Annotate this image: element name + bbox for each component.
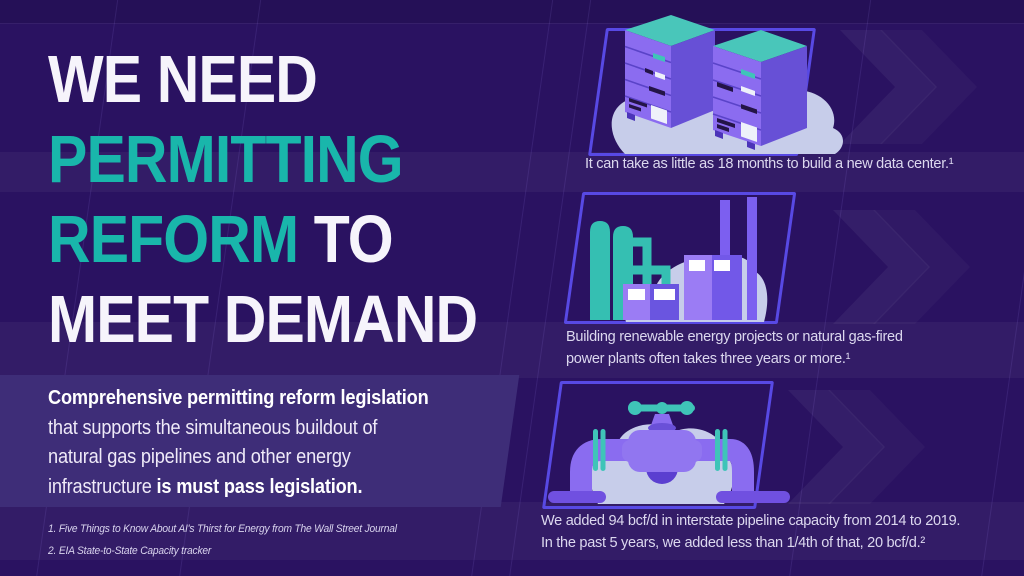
- title-line-3: REFORM TO: [48, 200, 477, 280]
- caption-power-plant: Building renewable energy projects or na…: [566, 326, 903, 370]
- pipeline-valve-icon: [548, 401, 790, 504]
- caption-band-3: [0, 502, 1024, 560]
- caption-pipeline: We added 94 bcf/d in interstate pipeline…: [541, 510, 960, 554]
- title-line-2: PERMITTING: [48, 122, 404, 197]
- caption-power-plant-line-1: Building renewable energy projects or na…: [566, 328, 903, 345]
- lede-line-3: natural gas pipelines and other energy: [48, 446, 351, 468]
- footnotes: 1. Five Things to Know About AI's Thirst…: [48, 518, 397, 562]
- chevron-right-icon: [840, 30, 937, 144]
- lede-line-2: that supports the simultaneous buildout …: [48, 416, 378, 439]
- grid-line-horizontal: [0, 23, 1024, 24]
- lede-paragraph: Comprehensive permitting reform legislat…: [48, 384, 429, 502]
- title-line-4: MEET DEMAND: [48, 282, 478, 357]
- chevron-right-icon: [833, 210, 930, 324]
- footnote-1: 1. Five Things to Know About AI's Thirst…: [48, 523, 397, 535]
- lede-line-4-plain: infrastructure: [48, 475, 157, 498]
- lede-line-4-bold: is must pass legislation.: [156, 475, 363, 498]
- grid-line-skewed: [975, 0, 1024, 576]
- data-center-servers-icon: [611, 15, 843, 154]
- caption-data-center-line-1: It can take as little as 18 months to bu…: [585, 155, 954, 172]
- lede-line-4: infrastructure is must pass legislation.: [48, 473, 429, 503]
- caption-band-1: [0, 152, 1024, 192]
- lede-line-1: Comprehensive permitting reform legislat…: [48, 387, 429, 409]
- page-title: WE NEED PERMITTING REFORM TO MEET DEMAND: [48, 40, 478, 360]
- caption-pipeline-line-2: In the past 5 years, we added less than …: [541, 534, 925, 551]
- caption-power-plant-line-2: power plants often takes three years or …: [566, 350, 851, 367]
- title-line-3-accent: REFORM: [48, 202, 314, 277]
- power-plant-icon: [590, 197, 768, 322]
- caption-data-center: It can take as little as 18 months to bu…: [585, 153, 954, 175]
- chevron-right-icon: [788, 390, 885, 504]
- footnote-2: 2. EIA State-to-State Capacity tracker: [48, 545, 212, 557]
- caption-band-2: [0, 322, 1024, 378]
- caption-pipeline-line-1: We added 94 bcf/d in interstate pipeline…: [541, 512, 961, 529]
- top-strip: [0, 0, 1024, 23]
- title-line-1: WE NEED: [48, 42, 318, 117]
- title-line-3-rest: TO: [313, 202, 394, 277]
